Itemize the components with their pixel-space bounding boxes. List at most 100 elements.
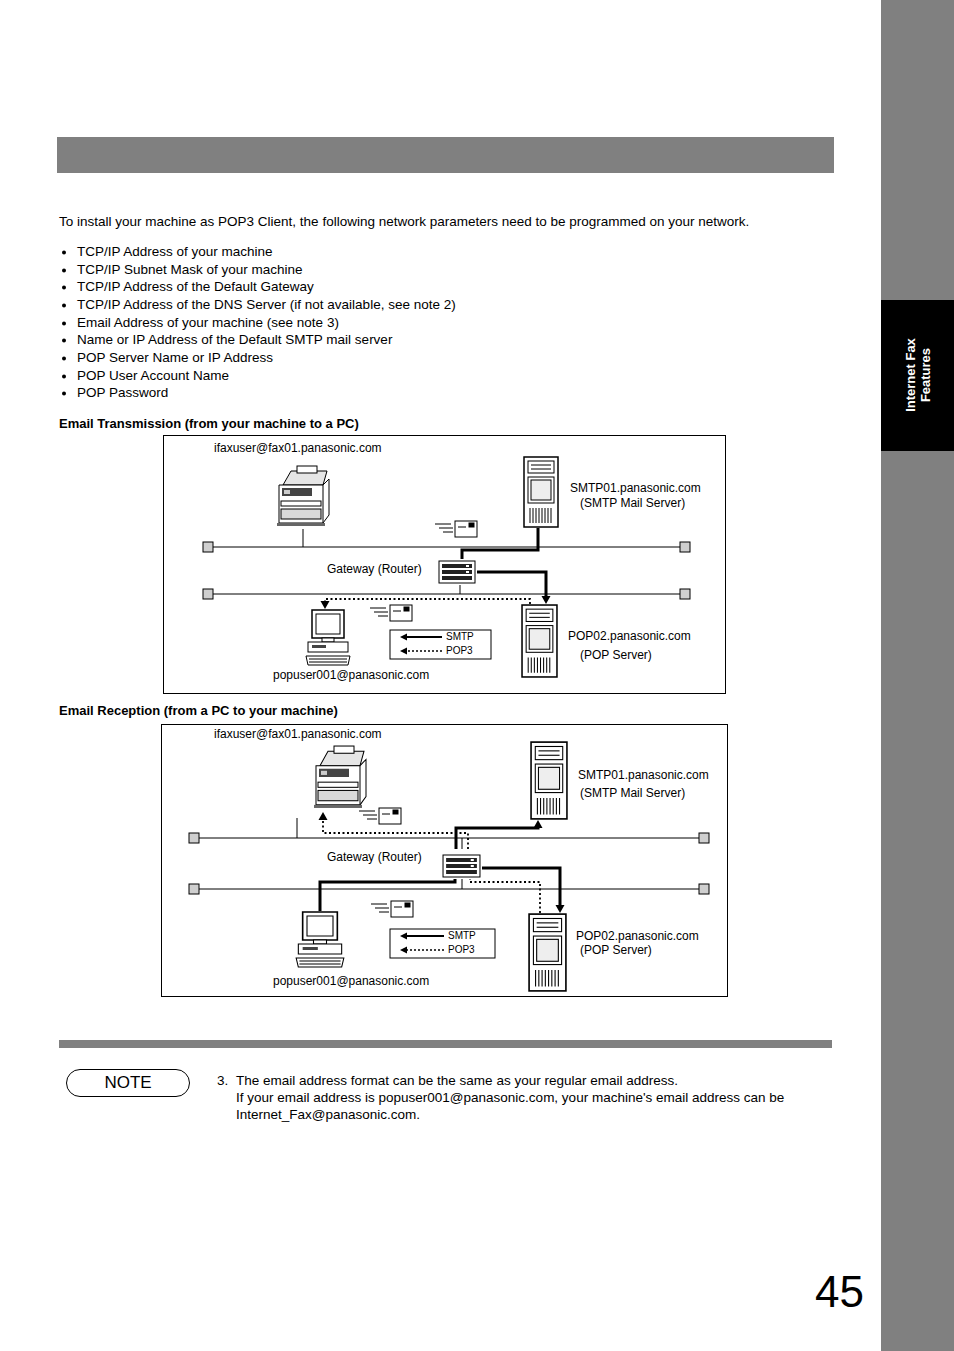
legend-label: SMTP xyxy=(446,631,474,643)
bullet-dot xyxy=(62,304,66,308)
legend-sample-line xyxy=(405,650,442,652)
label-slot: Email Transmission (from your machine to… xyxy=(59,416,359,432)
smtp-connector xyxy=(462,528,538,559)
smtp-server: SMTP01.panasonic.com (SMTP Mail Server) xyxy=(530,741,720,820)
legend-label: SMTP xyxy=(448,930,476,942)
page-text: 3. xyxy=(217,1073,228,1089)
bullet-dot xyxy=(62,339,66,343)
legend-sample-arrowhead xyxy=(400,933,407,940)
node-label: ifaxuser@fax01.panasonic.com xyxy=(214,441,382,455)
legend-slot: SMTP xyxy=(448,930,476,942)
header-band xyxy=(57,137,834,173)
section-tab-label: Internet Fax Features xyxy=(902,328,932,423)
label-slot: TCP/IP Subnet Mask of your machine xyxy=(77,262,303,278)
label-slot: POP Server Name or IP Address xyxy=(77,350,273,366)
label-slot: Name or IP Address of the Default SMTP m… xyxy=(77,332,392,348)
frame-heading: Email Transmission (from your machine to… xyxy=(59,416,359,432)
fax-machine: ifaxuser@fax01.panasonic.com xyxy=(214,441,394,529)
server-icon xyxy=(528,913,567,992)
arrowhead xyxy=(534,820,543,828)
label-slot: Internet Fax Features xyxy=(902,328,932,423)
label-slot: popuser001@panasonic.com xyxy=(273,974,429,988)
note-rule xyxy=(59,1040,832,1048)
bullet-dot xyxy=(62,392,66,396)
label-slot: Gateway (Router) xyxy=(327,562,422,576)
frame-heading: Email Reception (from a PC to your machi… xyxy=(59,703,338,719)
list-item: TCP/IP Address of your machine xyxy=(77,244,273,260)
envelope-icon xyxy=(370,605,412,621)
node-label: popuser001@panasonic.com xyxy=(273,668,429,682)
legend-sample-line xyxy=(405,636,442,638)
legend-slot: POP3 xyxy=(446,645,473,657)
bullet-dot xyxy=(62,375,66,379)
node-label: popuser001@panasonic.com xyxy=(273,974,429,988)
legend-sample-line xyxy=(405,949,444,951)
label-slot: 45 xyxy=(815,1267,864,1317)
client-pc: popuser001@panasonic.com xyxy=(272,609,442,685)
server-icon xyxy=(521,604,558,678)
pop-server: POP02.panasonic.com (POP Server) xyxy=(520,604,705,678)
pop3-connector xyxy=(323,817,468,849)
section-tab xyxy=(881,300,954,451)
label-slot: (POP Server) xyxy=(580,648,652,662)
node-label: POP02.panasonic.com xyxy=(568,629,691,643)
legend-label: POP3 xyxy=(448,944,475,956)
legend-sample xyxy=(400,933,444,940)
page-text: If your email address is popuser001@pana… xyxy=(236,1089,856,1123)
legend-box xyxy=(390,929,495,958)
list-item: POP Password xyxy=(77,385,168,401)
pop-server: POP02.panasonic.com(POP Server) xyxy=(528,913,713,992)
legend-box xyxy=(390,630,491,659)
label-slot: (SMTP Mail Server) xyxy=(580,496,685,510)
client-pc: popuser001@panasonic.com xyxy=(272,911,442,989)
label-slot: If your email address is popuser001@pana… xyxy=(236,1089,856,1123)
list-item: TCP/IP Subnet Mask of your machine xyxy=(77,262,303,278)
label-slot: Email Reception (from a PC to your machi… xyxy=(59,703,338,719)
pc-icon xyxy=(304,609,352,667)
legend-sample-arrowhead xyxy=(400,648,407,655)
label-slot: Gateway (Router) xyxy=(327,850,422,864)
list-item: Email Address of your machine (see note … xyxy=(77,315,339,331)
label-slot: SMTP01.panasonic.com xyxy=(570,481,701,495)
node-label: SMTP01.panasonic.com xyxy=(578,768,709,782)
label-slot: ifaxuser@fax01.panasonic.com xyxy=(214,441,382,455)
router-icon xyxy=(438,560,476,584)
label-slot: POP02.panasonic.com xyxy=(568,629,691,643)
node-label: (POP Server) xyxy=(580,943,652,957)
bullet-dot xyxy=(62,357,66,361)
label-slot: POP User Account Name xyxy=(77,368,229,384)
label-slot: ifaxuser@fax01.panasonic.com xyxy=(214,727,382,741)
gateway-router: Gateway (Router) xyxy=(327,849,482,879)
fax-machine: ifaxuser@fax01.panasonic.com xyxy=(214,727,394,812)
label-slot: TCP/IP Address of the DNS Server (if not… xyxy=(77,297,456,313)
network-bus xyxy=(203,529,690,599)
page-text: To install your machine as POP3 Client, … xyxy=(59,214,749,230)
note-label: NOTE xyxy=(104,1073,151,1093)
label-slot: TCP/IP Address of the Default Gateway xyxy=(77,279,314,295)
legend-sample xyxy=(400,947,444,954)
diagram-frame: Email Transmission (from your machine to… xyxy=(163,435,726,694)
node-label: ifaxuser@fax01.panasonic.com xyxy=(214,727,382,741)
legend-slot: SMTP xyxy=(446,631,474,643)
connector-group xyxy=(319,812,469,849)
node-label: (POP Server) xyxy=(580,648,652,662)
bullet-dot xyxy=(62,286,66,290)
legend-slot: POP3 xyxy=(448,944,475,956)
connector-group xyxy=(321,599,531,609)
legend-label: POP3 xyxy=(446,645,473,657)
printer-icon xyxy=(275,465,333,527)
legend-sample-line xyxy=(405,935,444,937)
smtp-connector xyxy=(482,868,560,908)
connector-group xyxy=(456,820,543,849)
legend-sample-arrowhead xyxy=(400,634,407,641)
node-label: Gateway (Router) xyxy=(327,850,422,864)
page-text: The email address format can be the same… xyxy=(236,1073,678,1089)
list-item: Name or IP Address of the Default SMTP m… xyxy=(77,332,392,348)
label-slot: (SMTP Mail Server) xyxy=(580,786,685,800)
list-item: POP User Account Name xyxy=(77,368,229,384)
arrowhead xyxy=(321,601,330,609)
node-label: Gateway (Router) xyxy=(327,562,422,576)
node-label: SMTP01.panasonic.com xyxy=(570,481,701,495)
